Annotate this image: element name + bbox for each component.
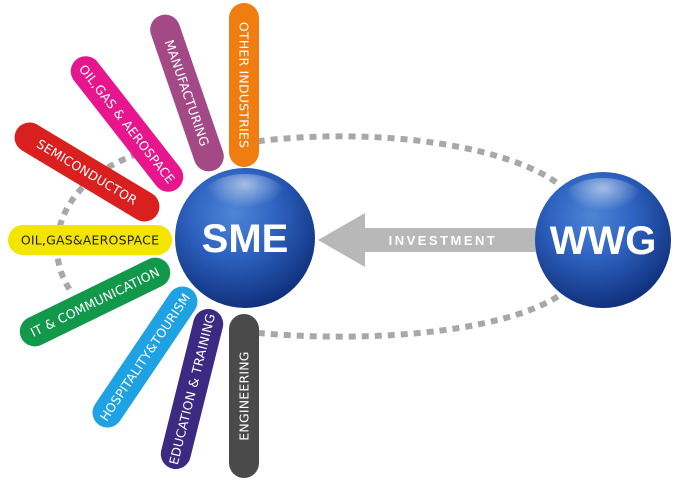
pill-shape <box>92 286 198 428</box>
pill-shape <box>229 3 259 167</box>
pill-oil-gas-aerospace-2[interactable]: OIL,GAS&AEROSPACE <box>8 225 172 255</box>
pill-shape <box>229 314 259 478</box>
wwg-label: WWG <box>550 219 657 263</box>
pill-shape <box>70 56 184 192</box>
wwg-orb: WWG <box>535 172 671 308</box>
pill-label-engineering: ENGINEERING <box>237 351 252 440</box>
pill-shape <box>150 14 224 172</box>
investment-arrow: INVESTMENT <box>318 213 545 267</box>
investment-label: INVESTMENT <box>389 233 498 248</box>
pill-shape <box>160 308 224 470</box>
arrow-shape <box>318 213 545 267</box>
orbit-top-arc <box>231 133 562 188</box>
sme-label: SME <box>202 217 289 261</box>
sme-orb: SME <box>175 168 315 308</box>
pill-engineering[interactable]: ENGINEERING <box>229 314 259 478</box>
pill-label-oil-gas-aerospace-2: OIL,GAS&AEROSPACE <box>21 233 159 248</box>
pill-shape <box>19 257 171 347</box>
orbit-left-arc <box>54 147 151 292</box>
pill-shape <box>14 122 160 222</box>
pill-other-industries[interactable]: OTHER INDUSTRIES <box>229 3 259 167</box>
pill-label-semiconductor: SEMICONDUCTOR <box>34 136 140 208</box>
pill-label-it-communication: IT & COMMUNICATION <box>28 264 162 340</box>
dotted-orbit <box>54 133 562 340</box>
pill-shape <box>8 225 172 255</box>
orbit-bottom-arc <box>231 292 562 340</box>
pill-label-other-industries: OTHER INDUSTRIES <box>237 22 252 148</box>
wwg-orb-shine <box>561 178 645 228</box>
sme-orb-shine <box>201 174 289 226</box>
